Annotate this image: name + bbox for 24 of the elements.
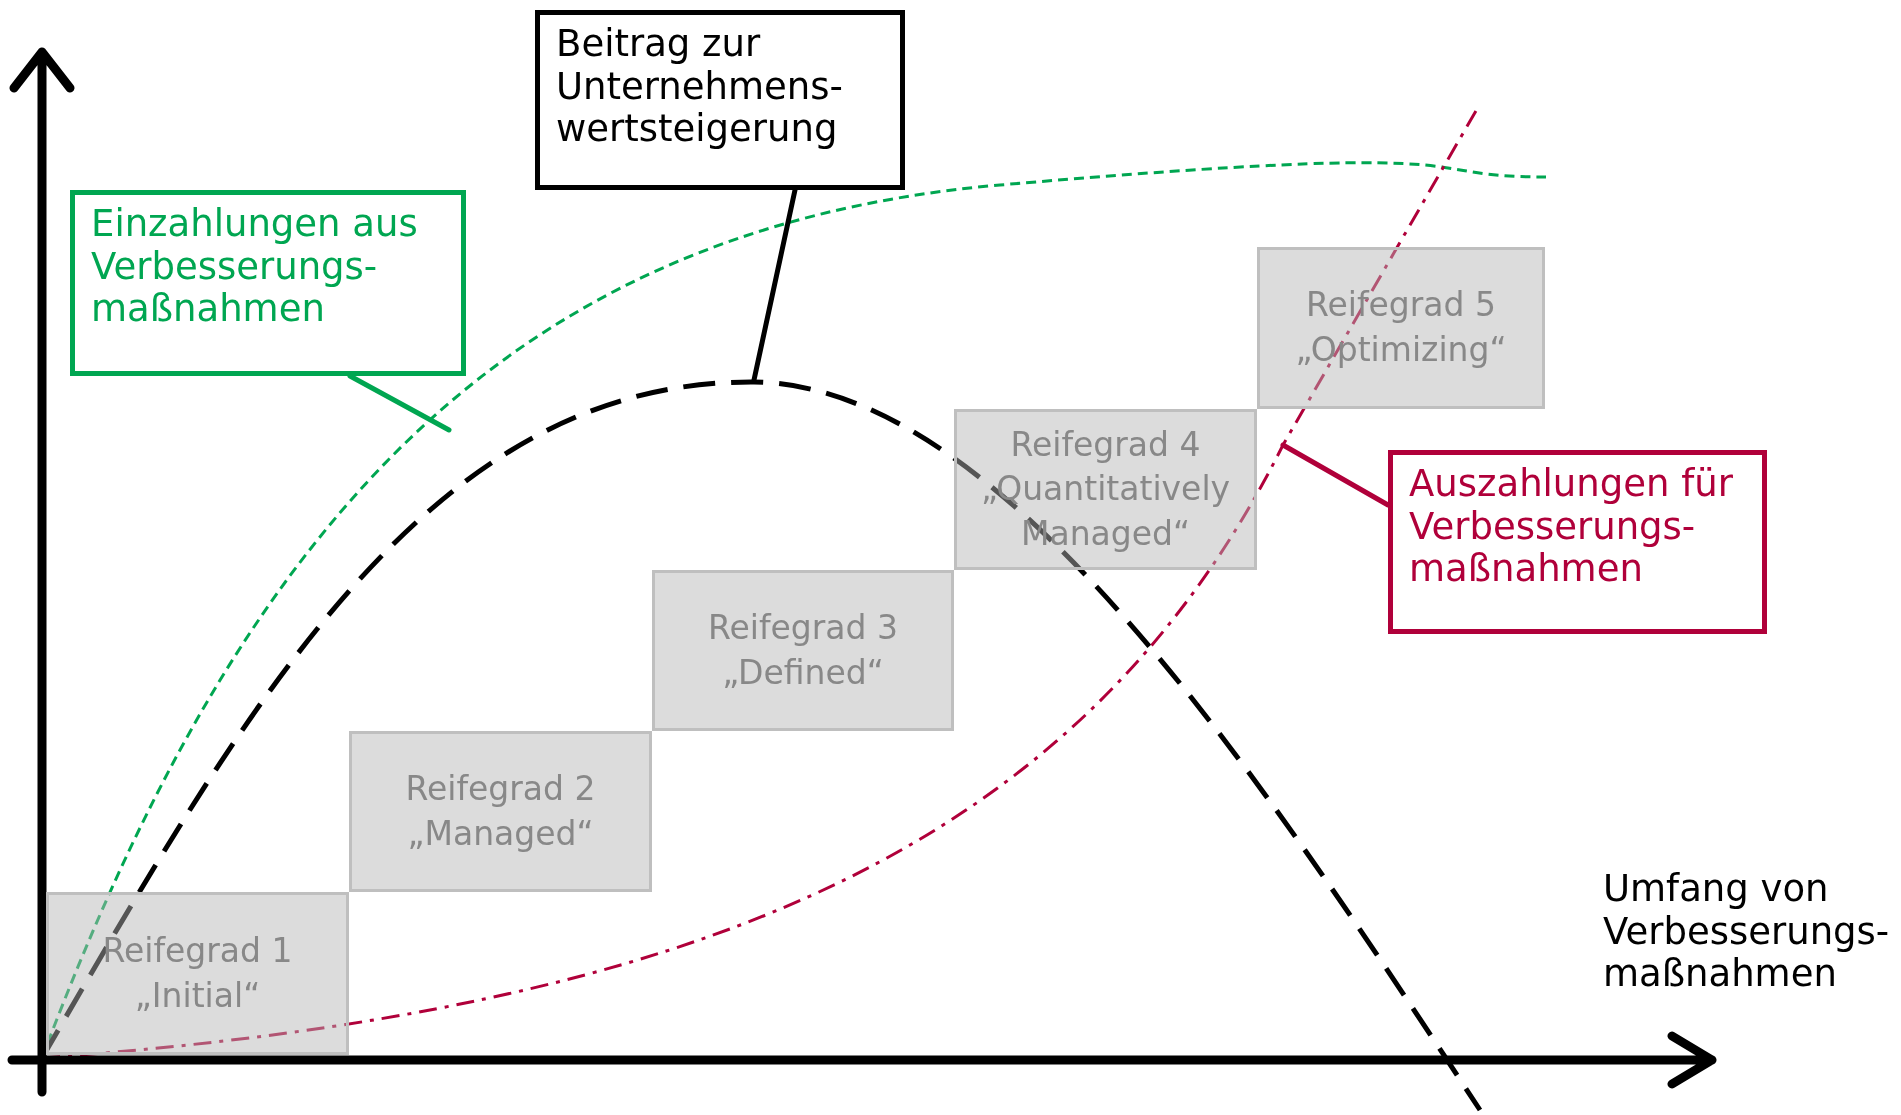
step-label: „Managed“ [407,812,594,855]
callout-box [1388,450,1767,634]
callout-text: Auszahlungen für Verbesserungs- maßnahmen [1409,463,1734,591]
step-label: „Optimizing“ [1295,329,1507,371]
step-label: Reifegrad 2 [405,767,596,810]
step-label: Reifegrad 3 [708,606,898,649]
step-label: Reifegrad 4 [1010,423,1201,466]
callout-text: Einzahlungen aus Verbesserungs- maßnahmen [91,203,419,331]
step-label: „Defined“ [722,651,884,694]
callout-box [535,10,905,190]
leader-line [751,187,798,383]
axis-label: Umfang von Verbesserungs- maßnahmen [1603,868,1891,996]
maturity-step [349,731,652,892]
maturity-step [652,570,954,731]
leader-line [347,373,452,433]
step-label: Reifegrad 5 [1306,284,1496,327]
callout-box [70,190,466,376]
callout-text: Beitrag zur Unternehmens- wertsteigerung [556,23,844,151]
maturity-step [46,892,349,1055]
maturity-step [1257,247,1545,409]
leader-line [1280,442,1391,508]
maturity-step [954,409,1257,570]
step-label: „Initial“ [134,974,261,1017]
step-label: Reifegrad 1 [102,929,293,972]
